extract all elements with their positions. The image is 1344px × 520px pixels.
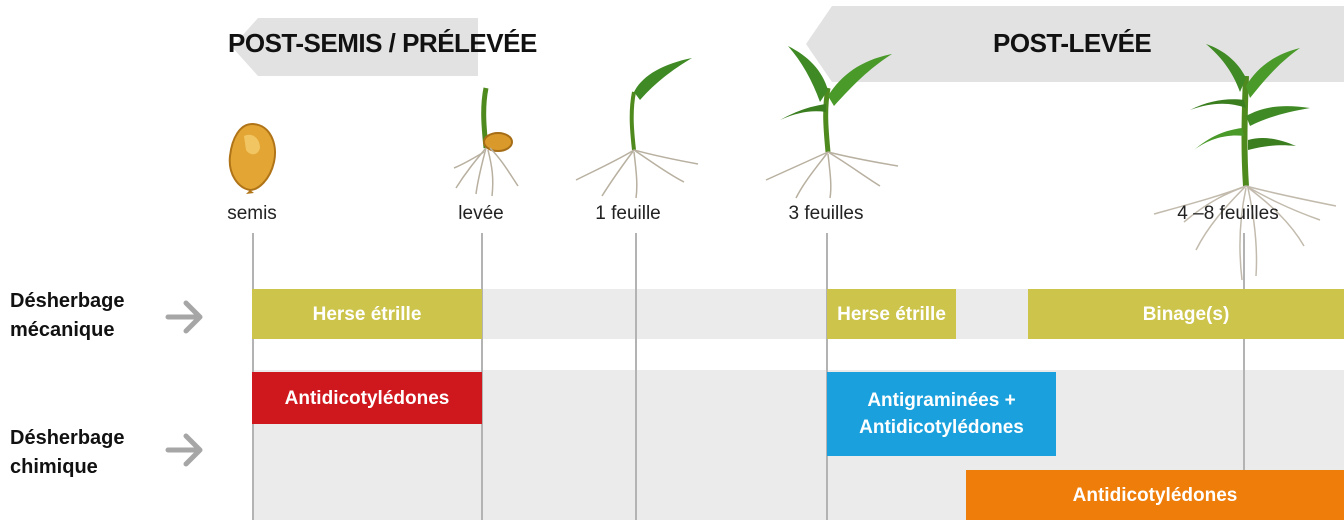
plant-4-8-leaves-icon	[1150, 36, 1340, 286]
bar-antigraminees-antidicotyledones: Antigraminées + Antidicotylédones	[827, 372, 1056, 456]
seed-icon	[222, 118, 282, 194]
bar-herse-etrille-postlevee: Herse étrille	[827, 289, 956, 339]
stage-label-3-feuilles: 3 feuilles	[789, 203, 864, 225]
bar-antidicotyledones-prelevee: Antidicotylédones	[252, 372, 482, 424]
phase-title-prelevee: POST-SEMIS / PRÉLEVÉE	[228, 28, 537, 59]
plant-3-leaves-icon	[762, 40, 902, 200]
row-label-mechanical: Désherbage mécanique	[10, 287, 125, 345]
bar-herse-etrille-prelevee: Herse étrille	[252, 289, 482, 339]
arrow-right-icon	[164, 297, 208, 337]
stage-line-1-feuille	[635, 233, 637, 520]
stage-label-4-8-feuilles: 4 –8 feuilles	[1177, 203, 1278, 225]
stage-label-levee: levée	[458, 203, 503, 225]
sprout-icon	[448, 78, 528, 198]
stage-label-1-feuille: 1 feuille	[595, 203, 661, 225]
stage-label-semis: semis	[227, 203, 277, 225]
plant-1-leaf-icon	[572, 52, 702, 200]
bar-binage: Binage(s)	[1028, 289, 1344, 339]
bar-antidicotyledones-postlevee: Antidicotylédones	[966, 470, 1344, 520]
row-label-chemical: Désherbage chimique	[10, 424, 125, 482]
phase-title-postlevee: POST-LEVÉE	[993, 28, 1151, 59]
arrow-right-icon	[164, 430, 208, 470]
